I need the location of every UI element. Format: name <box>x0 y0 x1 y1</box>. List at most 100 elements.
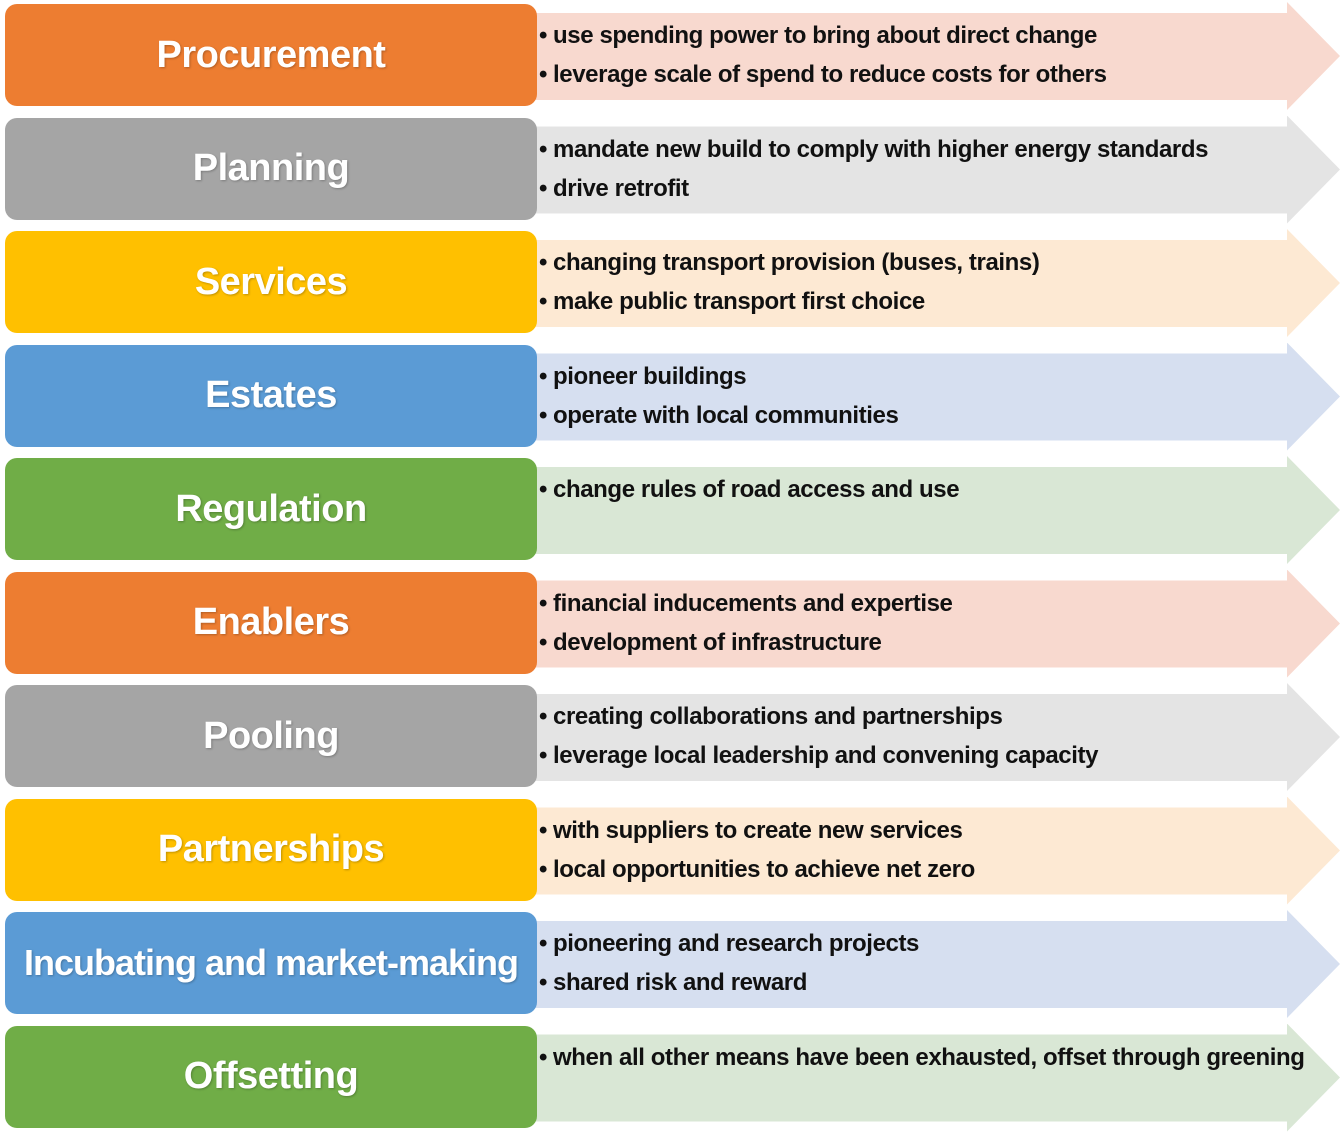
lever-bullet-text: development of infrastructure <box>553 628 882 656</box>
lever-label: Estates <box>205 374 337 416</box>
lever-bullet-text: financial inducements and expertise <box>553 589 953 617</box>
lever-bullet-item: •leverage scale of spend to reduce costs… <box>539 55 1107 94</box>
lever-bullet-text: local opportunities to achieve net zero <box>553 855 975 883</box>
lever-label: Pooling <box>203 714 339 757</box>
lever-bullet-text: shared risk and reward <box>553 969 807 996</box>
lever-arrow <box>532 342 1340 451</box>
lever-label-box: Planning <box>5 117 537 220</box>
bullet-dot-icon: • <box>539 930 548 957</box>
lever-bullet-list: •use spending power to bring about direc… <box>539 16 1107 94</box>
lever-label: Offsetting <box>183 1055 359 1097</box>
bullet-dot-icon: • <box>539 362 548 390</box>
lever-bullet-text: creating collaborations and partnerships <box>553 703 1003 730</box>
bullet-dot-icon: • <box>539 249 548 276</box>
lever-arrow <box>532 910 1340 1018</box>
lever-label-box: Offsetting <box>5 1025 537 1128</box>
bullet-dot-icon: • <box>539 703 548 730</box>
lever-label: Procurement <box>156 33 386 76</box>
lever-bullet-item: •drive retrofit <box>539 169 1208 208</box>
lever-bullet-item: •change rules of road access and use <box>539 470 960 509</box>
lever-label: Regulation <box>175 487 367 530</box>
bullet-dot-icon: • <box>539 61 548 88</box>
lever-label: Planning <box>192 147 350 189</box>
bullet-dot-icon: • <box>539 855 548 883</box>
bullet-dot-icon: • <box>539 135 548 163</box>
lever-arrow <box>532 229 1340 337</box>
lever-bullet-item: •operate with local communities <box>539 396 899 435</box>
lever-bullet-item: •pioneer buildings <box>539 357 898 396</box>
lever-row: Estates•pioneer buildings•operate with l… <box>0 342 1340 456</box>
lever-row: Pooling •creating collaborations and part… <box>0 683 1340 796</box>
lever-bullet-text: leverage scale of spend to reduce costs … <box>553 61 1107 88</box>
lever-arrow <box>532 115 1340 224</box>
lever-bullet-list: •financial inducements and expertise•dev… <box>539 584 953 662</box>
lever-bullet-item: •changing transport provision (buses, tr… <box>539 243 1040 282</box>
lever-bullet-text: with suppliers to create new services <box>553 816 963 844</box>
lever-arrow <box>532 2 1340 110</box>
lever-label-box: Estates <box>5 344 537 447</box>
lever-label-box: Pooling <box>5 685 537 787</box>
lever-bullet-text: pioneering and research projects <box>553 930 920 957</box>
lever-label-box: Services <box>5 231 537 333</box>
lever-bullet-text: leverage local leadership and convening … <box>553 742 1099 769</box>
bullet-dot-icon: • <box>539 476 548 503</box>
bullet-dot-icon: • <box>539 288 548 315</box>
lever-bullet-list: •when all other means have been exhauste… <box>539 1038 1305 1077</box>
bullet-dot-icon: • <box>539 969 548 996</box>
lever-bullet-item: •local opportunities to achieve net zero <box>539 850 975 889</box>
lever-label-box: Incubating and market-making <box>5 912 537 1014</box>
lever-bullet-item: •mandate new build to comply with higher… <box>539 130 1208 169</box>
lever-bullet-list: •pioneer buildings•operate with local co… <box>539 357 899 435</box>
lever-label: Services <box>194 260 348 303</box>
lever-bullet-item: •use spending power to bring about direc… <box>539 16 1107 55</box>
lever-bullet-text: changing transport provision (buses, tra… <box>553 249 1040 276</box>
lever-bullet-item: •leverage local leadership and convening… <box>539 736 1098 775</box>
lever-bullet-text: use spending power to bring about direct… <box>553 22 1097 49</box>
lever-bullet-item: •make public transport first choice <box>539 282 1039 321</box>
lever-bullet-item: •pioneering and research projects <box>539 924 919 963</box>
lever-row: Offsetting •when all other means have bee… <box>0 1023 1340 1137</box>
lever-label: Partnerships <box>157 828 385 870</box>
lever-bullet-list: •creating collaborations and partnership… <box>539 697 1098 775</box>
lever-row: Procurement •use spending power to bring … <box>0 2 1340 115</box>
lever-row: Regulation •change rules of road access a… <box>0 456 1340 569</box>
lever-label: Incubating and market-making <box>23 942 519 983</box>
lever-bullet-text: drive retrofit <box>553 174 689 202</box>
lever-bullet-list: •with suppliers to create new services•l… <box>539 811 975 889</box>
lever-bullet-item: •creating collaborations and partnership… <box>539 697 1098 736</box>
lever-bullet-list: •mandate new build to comply with higher… <box>539 130 1208 208</box>
lever-row: Partnerships •with suppliers to create ne… <box>0 796 1340 910</box>
lever-label-box: Enablers <box>5 571 537 674</box>
bullet-dot-icon: • <box>539 22 548 49</box>
lever-bullet-item: •shared risk and reward <box>539 963 919 1002</box>
lever-bullet-text: pioneer buildings <box>553 362 747 390</box>
lever-row: Incubating and market-making •pioneering … <box>0 910 1340 1023</box>
lever-bullet-list: •changing transport provision (buses, tr… <box>539 243 1040 321</box>
lever-bullet-item: •financial inducements and expertise <box>539 584 953 623</box>
lever-bullet-item: •when all other means have been exhauste… <box>539 1038 1305 1077</box>
bullet-dot-icon: • <box>539 174 548 202</box>
lever-bullet-text: change rules of road access and use <box>553 476 960 503</box>
bullet-dot-icon: • <box>539 1043 548 1071</box>
lever-bullet-text: make public transport first choice <box>553 288 925 315</box>
lever-bullet-list: •change rules of road access and use <box>539 470 960 509</box>
lever-label-box: Partnerships <box>5 798 537 901</box>
bullet-dot-icon: • <box>539 628 548 656</box>
bullet-dot-icon: • <box>539 742 548 769</box>
lever-bullet-item: •development of infrastructure <box>539 623 952 662</box>
lever-arrow <box>532 569 1340 678</box>
bullet-dot-icon: • <box>539 589 548 617</box>
lever-arrow <box>532 1023 1340 1132</box>
lever-bullet-text: when all other means have been exhausted… <box>553 1043 1305 1071</box>
bullet-dot-icon: • <box>539 816 548 844</box>
lever-bullet-text: operate with local communities <box>553 401 899 429</box>
lever-row: Services •changing transport provision (b… <box>0 229 1340 342</box>
lever-bullet-item: •with suppliers to create new services <box>539 811 975 850</box>
lever-label: Enablers <box>192 601 350 643</box>
lever-label-box: Procurement <box>5 4 537 106</box>
lever-label-box: Regulation <box>5 458 537 560</box>
lever-bullet-list: •pioneering and research projects•shared… <box>539 924 919 1002</box>
lever-row: Enablers •financial inducements and exper… <box>0 569 1340 683</box>
lever-bullet-text: mandate new build to comply with higher … <box>553 135 1209 163</box>
